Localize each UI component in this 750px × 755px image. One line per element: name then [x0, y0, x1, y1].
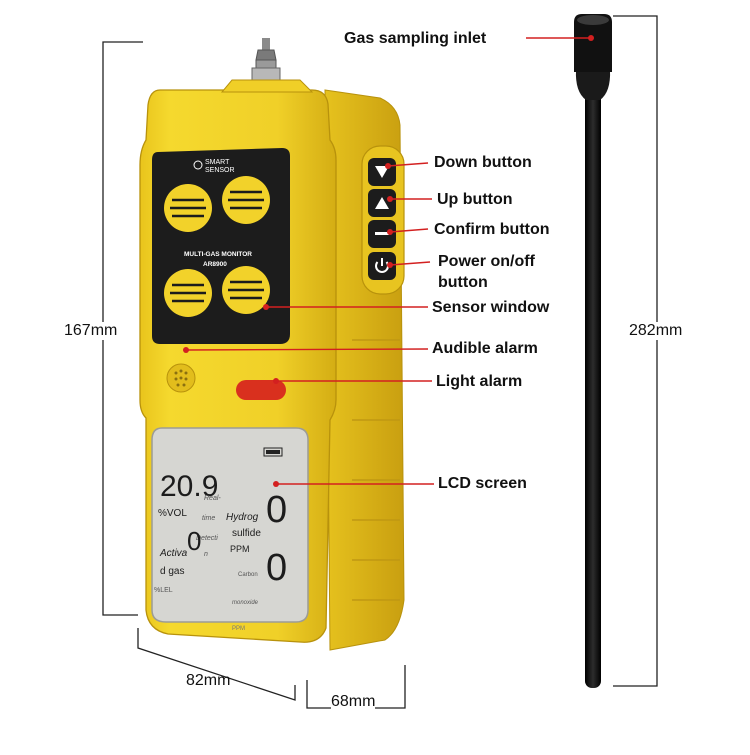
lel-label: %LEL [154, 587, 173, 594]
probe-dimension-line [613, 15, 658, 687]
audible-alarm-label: Audible alarm [432, 340, 538, 357]
ppm-bottom-label: PPM [232, 626, 245, 632]
gas-inlet-label: Gas sampling inlet [344, 30, 487, 47]
confirm-dash-icon [375, 232, 389, 235]
detect-label: Detecti [196, 535, 218, 542]
right-digit-top: 0 [266, 489, 287, 531]
brand-line-2: SENSOR [205, 167, 235, 174]
right-digit-bottom: 0 [266, 547, 287, 589]
brand-logo-icon [193, 160, 203, 170]
gas-label: d gas [160, 566, 184, 577]
monoxide-label: monoxide [232, 600, 259, 606]
sensor-window-label: Sensor window [432, 299, 550, 316]
lcd-screen: 20.9 %VOL Real- time Detecti 0 Activa n … [151, 427, 309, 632]
up-arrow-icon [375, 197, 389, 209]
ppm-label: PPM [230, 544, 250, 554]
hydrog-label: Hydrog [226, 512, 259, 523]
probe-length-label: 282mm [629, 322, 683, 340]
confirm-button-label: Confirm button [434, 221, 550, 238]
up-button-label: Up button [437, 191, 513, 208]
pointer-lines [185, 37, 591, 485]
sulfide-label: sulfide [232, 528, 261, 539]
height-dimension-label: 167mm [64, 322, 118, 340]
depth-dimension-label: 68mm [331, 693, 376, 711]
sampling-probe [574, 14, 612, 688]
lcd-screen-label: LCD screen [438, 475, 527, 492]
center-digit: 0 [187, 526, 201, 556]
battery-icon [263, 447, 283, 457]
gas-inlet-nozzle [251, 38, 281, 81]
width-dimension-label: 82mm [186, 672, 231, 689]
n-label: n [204, 551, 208, 558]
model-name: MULTI-GAS MONITOR [184, 251, 252, 258]
real-label: Real- [204, 495, 221, 502]
main-reading: 20.9 [160, 470, 218, 503]
sensor-panel: SMART SENSOR MULTI-GAS MONITOR AR8900 [152, 148, 290, 344]
model-number: AR8900 [203, 261, 227, 268]
down-arrow-icon [375, 166, 389, 178]
carbon-label: Carbon [238, 572, 258, 578]
width-dimension-line [137, 628, 296, 701]
side-button-panel [361, 145, 405, 295]
power-button-label-line1: Power on/off [438, 253, 535, 270]
time-label: time [202, 515, 215, 522]
pointer-dots [183, 35, 594, 487]
audible-alarm [166, 363, 196, 393]
light-alarm [236, 380, 286, 400]
light-alarm-label: Light alarm [436, 373, 523, 390]
brand-line-1: SMART [205, 159, 230, 166]
down-button-label: Down button [434, 154, 532, 171]
unit-vol: %VOL [158, 508, 187, 519]
activ-label: Activa [159, 548, 188, 559]
power-button-label-line2: button [438, 274, 488, 291]
